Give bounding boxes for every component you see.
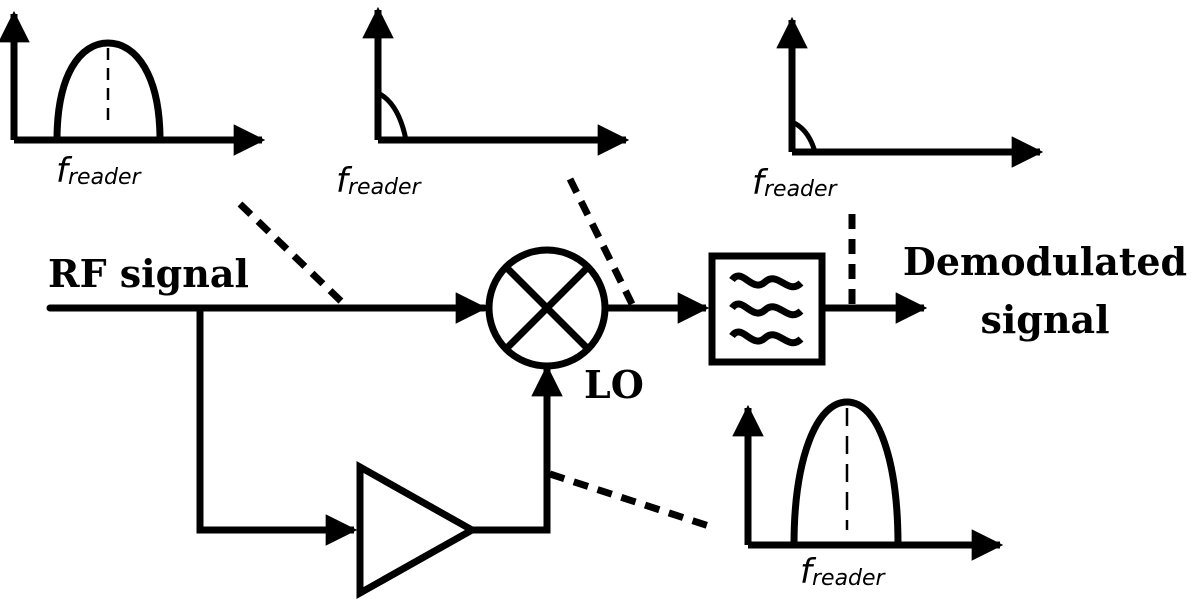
spectrum-plot-1 [0, 10, 266, 156]
spectrum-band [53, 39, 164, 141]
spectrum-plot-3 [776, 16, 1044, 168]
lo-feed-line [472, 364, 563, 534]
lo-label: LO [584, 362, 644, 407]
rf-branch-line [196, 308, 358, 546]
pointer-dashed-line [548, 470, 714, 531]
frequency-label: freader [752, 163, 839, 203]
frequency-label: freader [800, 552, 887, 592]
baseband-spectrum [790, 119, 818, 153]
rf-signal-label: RF signal [48, 251, 249, 296]
output-label-line2: signal [980, 297, 1109, 342]
spectrum-band [790, 398, 902, 546]
baseband-spectrum [376, 90, 409, 141]
frequency-label: freader [336, 161, 423, 201]
lowpass-filter-block [708, 252, 826, 366]
mixer-symbol [485, 246, 609, 370]
pointer-dashed-line [237, 201, 348, 308]
frequency-label: freader [56, 151, 143, 191]
amplifier-triangle [356, 461, 480, 599]
spectrum-plot-2 [362, 6, 630, 156]
output-label-line1: Demodulated [903, 239, 1187, 284]
spectrum-plot-4 [732, 398, 1004, 561]
